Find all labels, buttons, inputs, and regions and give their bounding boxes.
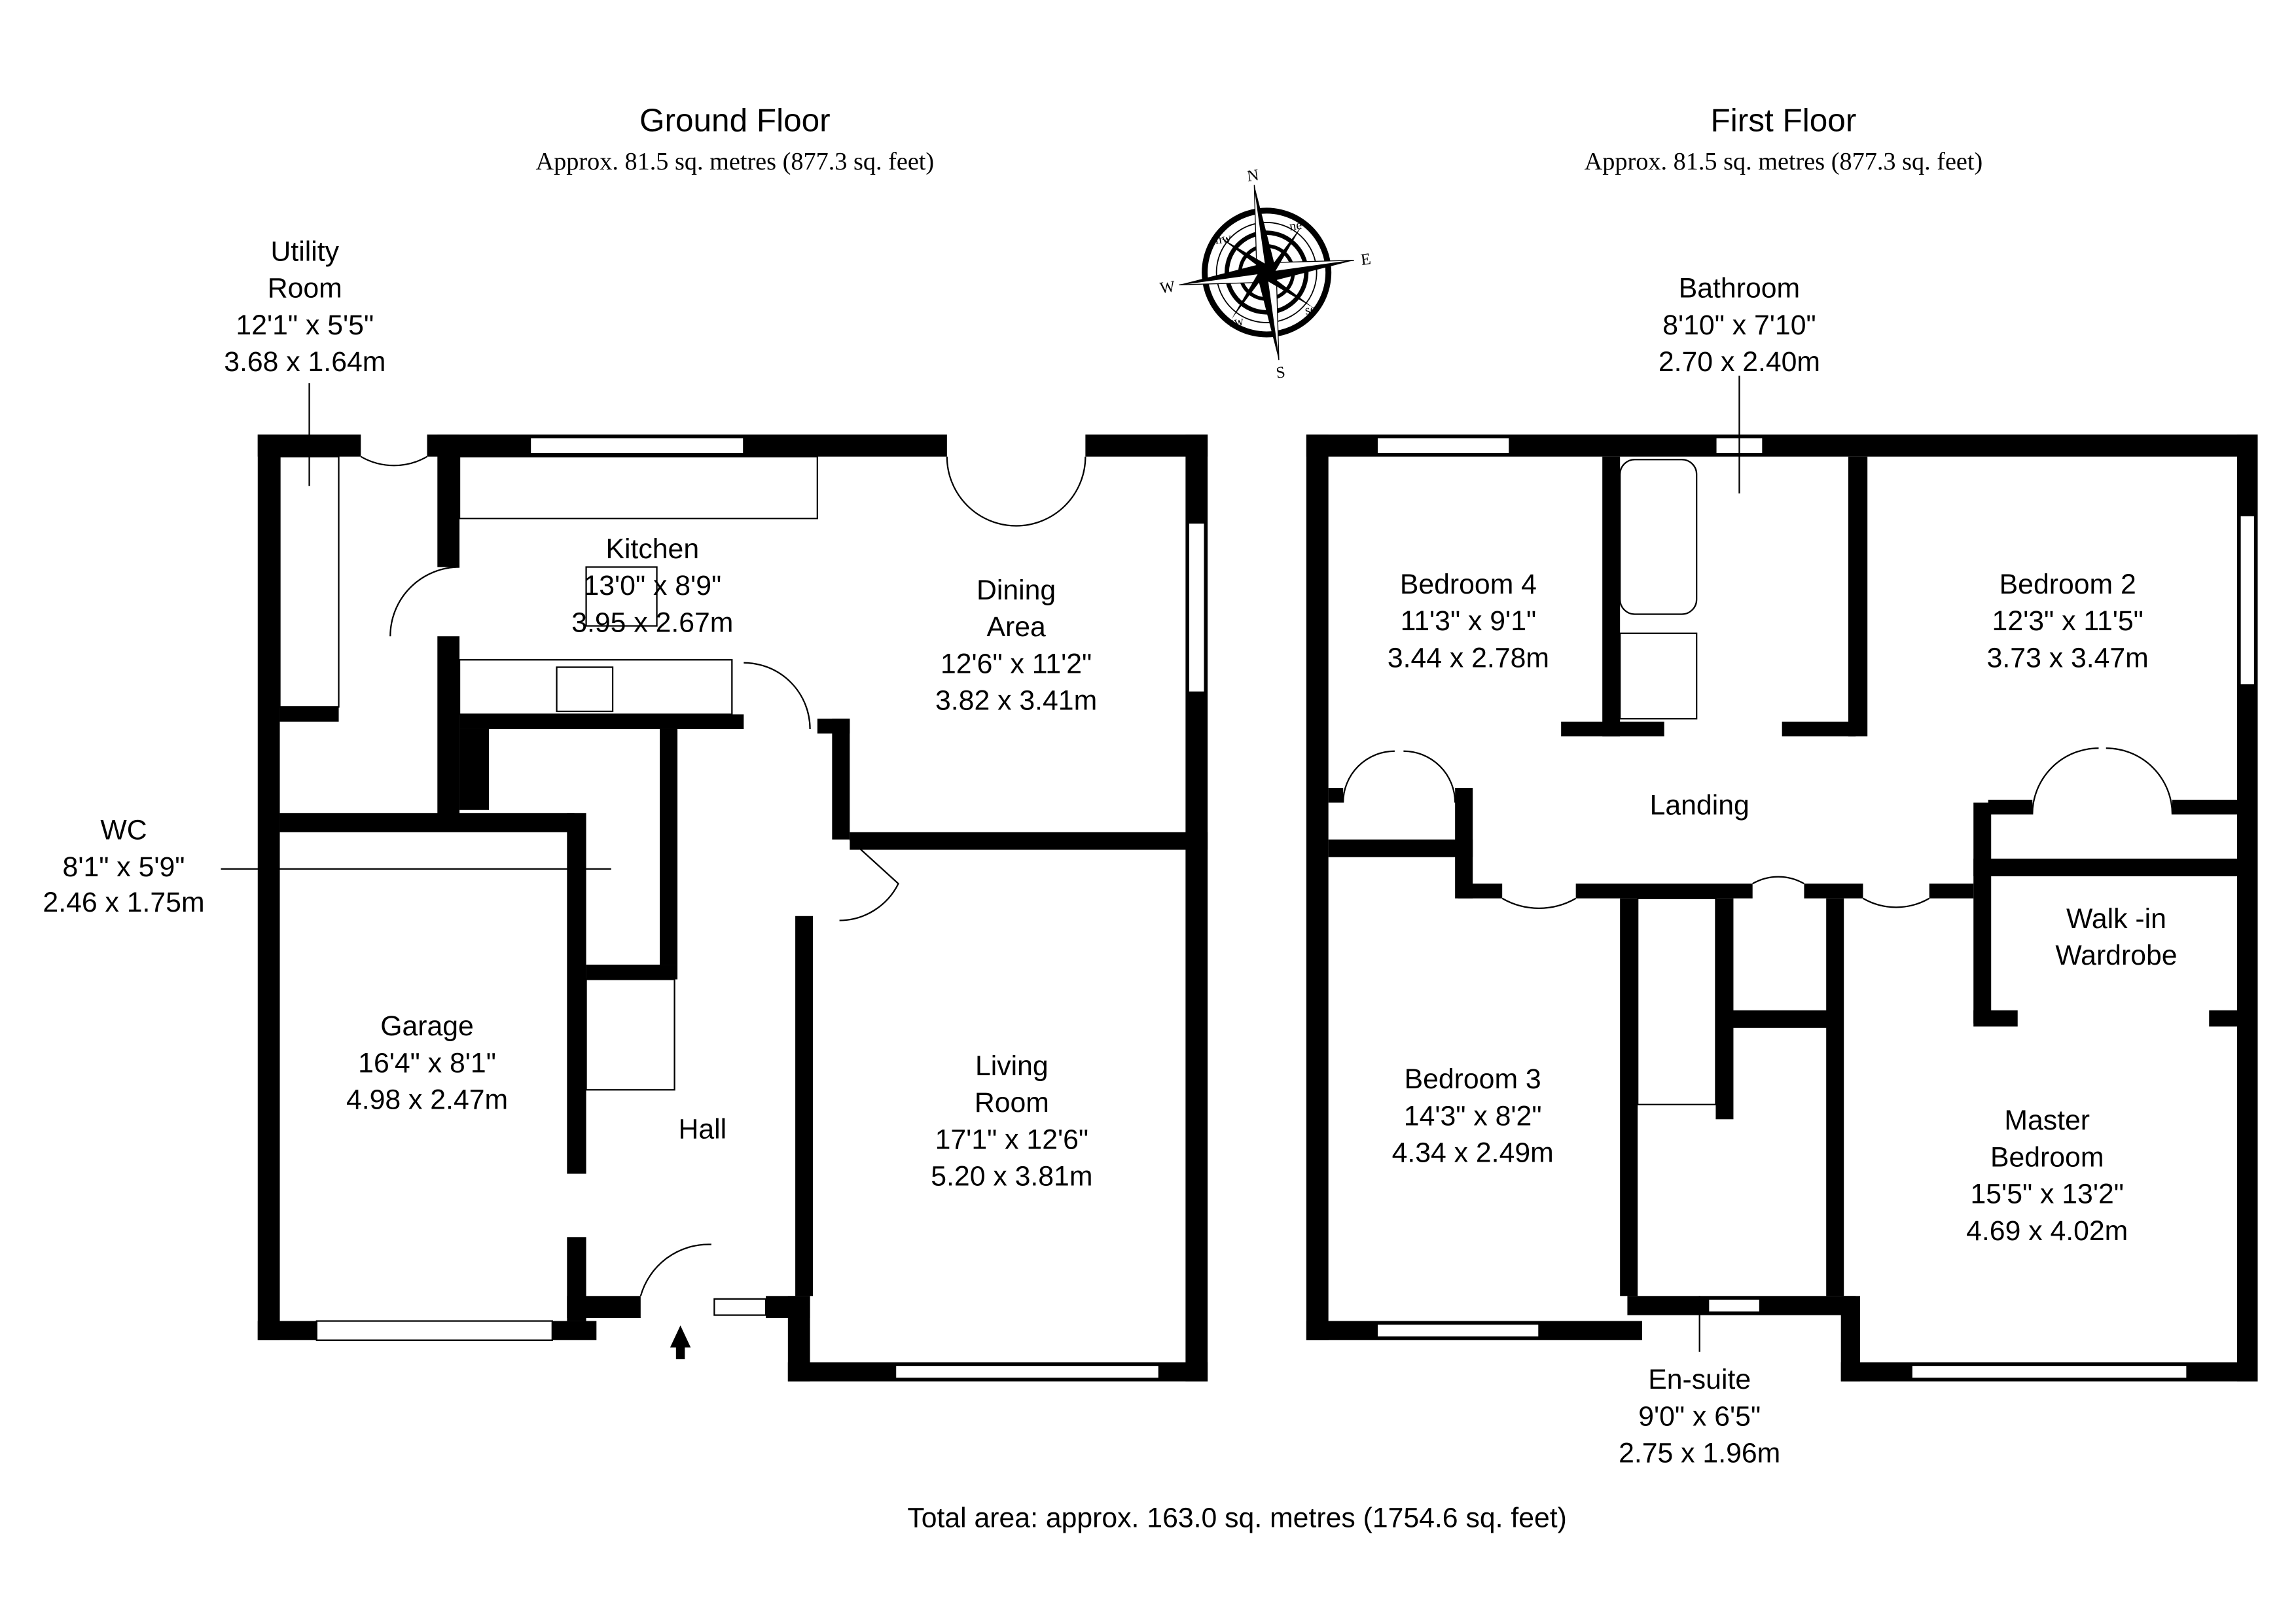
svg-text:5.20 x 3.81m: 5.20 x 3.81m: [931, 1161, 1092, 1192]
first-floor-walls: [1306, 375, 2258, 1382]
svg-text:Master: Master: [2004, 1105, 2090, 1136]
ground-floor-area: Approx. 81.5 sq. metres (877.3 sq. feet): [535, 148, 934, 175]
svg-text:3.73 x 3.47m: 3.73 x 3.47m: [1987, 642, 2149, 673]
ground-floor-walls: [221, 383, 1208, 1382]
compass-se: se: [1304, 302, 1317, 318]
room-garage: Garage 16'4" x 8'1" 4.98 x 2.47m: [346, 1010, 508, 1116]
first-floor-title: First Floor: [1711, 102, 1857, 138]
svg-text:13'0" x 8'9": 13'0" x 8'9": [583, 570, 721, 601]
svg-text:Bedroom 4: Bedroom 4: [1400, 569, 1537, 600]
svg-text:Room: Room: [268, 273, 342, 304]
svg-text:2.75 x 1.96m: 2.75 x 1.96m: [1619, 1438, 1780, 1469]
svg-text:4.34 x 2.49m: 4.34 x 2.49m: [1392, 1137, 1554, 1169]
svg-text:Room: Room: [975, 1087, 1049, 1118]
room-bedroom-4: Bedroom 4 11'3" x 9'1" 3.44 x 2.78m: [1388, 569, 1549, 674]
room-bathroom: Bathroom 8'10" x 7'10" 2.70 x 2.40m: [1659, 273, 1820, 378]
svg-text:11'3" x 9'1": 11'3" x 9'1": [1401, 605, 1537, 637]
room-utility: Utility Room 12'1" x 5'5" 3.68 x 1.64m: [224, 236, 386, 378]
svg-text:Bathroom: Bathroom: [1679, 273, 1800, 304]
room-walk-in-wardrobe: Walk -in Wardrobe: [2055, 903, 2177, 971]
svg-text:2.70 x 2.40m: 2.70 x 2.40m: [1659, 346, 1820, 378]
compass-s: S: [1275, 363, 1286, 382]
svg-text:17'1" x 12'6": 17'1" x 12'6": [935, 1124, 1088, 1155]
svg-text:12'1" x 5'5": 12'1" x 5'5": [236, 310, 374, 341]
svg-text:3.44 x 2.78m: 3.44 x 2.78m: [1388, 642, 1549, 673]
room-master-bedroom: Master Bedroom 15'5" x 13'2" 4.69 x 4.02…: [1966, 1105, 2128, 1247]
svg-text:Area: Area: [986, 611, 1046, 643]
svg-text:8'1" x 5'9": 8'1" x 5'9": [63, 851, 185, 883]
svg-text:Bedroom 3: Bedroom 3: [1405, 1063, 1541, 1095]
compass-ne: ne: [1289, 218, 1303, 234]
svg-text:En-suite: En-suite: [1648, 1364, 1751, 1395]
svg-text:12'6" x 11'2": 12'6" x 11'2": [941, 648, 1092, 679]
svg-text:3.95 x 2.67m: 3.95 x 2.67m: [571, 607, 733, 638]
svg-text:Living: Living: [975, 1050, 1049, 1082]
svg-text:Landing: Landing: [1650, 790, 1749, 821]
svg-text:Walk -in: Walk -in: [2066, 903, 2166, 935]
first-floor-area: Approx. 81.5 sq. metres (877.3 sq. feet): [1585, 148, 1983, 175]
entrance-arrow-icon: [670, 1325, 691, 1360]
svg-text:8'10" x 7'10": 8'10" x 7'10": [1662, 310, 1816, 341]
svg-text:3.82 x 3.41m: 3.82 x 3.41m: [935, 685, 1097, 717]
compass-w: W: [1158, 277, 1177, 297]
svg-text:4.69 x 4.02m: 4.69 x 4.02m: [1966, 1215, 2128, 1247]
compass-sw: sw: [1228, 313, 1245, 330]
svg-text:2.46 x 1.75m: 2.46 x 1.75m: [43, 887, 204, 918]
compass-e: E: [1360, 250, 1372, 269]
svg-text:12'3" x 11'5": 12'3" x 11'5": [1992, 605, 2144, 637]
svg-text:Garage: Garage: [380, 1010, 474, 1042]
room-living: Living Room 17'1" x 12'6" 5.20 x 3.81m: [931, 1050, 1092, 1192]
room-bedroom-2: Bedroom 2 12'3" x 11'5" 3.73 x 3.47m: [1987, 569, 2149, 674]
svg-text:Kitchen: Kitchen: [606, 533, 700, 565]
svg-text:14'3" x 8'2": 14'3" x 8'2": [1404, 1100, 1542, 1132]
room-hall: Hall: [678, 1114, 726, 1145]
svg-text:Dining: Dining: [977, 575, 1056, 606]
svg-text:Utility: Utility: [271, 236, 340, 267]
room-landing: Landing: [1650, 790, 1749, 821]
svg-text:3.68 x 1.64m: 3.68 x 1.64m: [224, 346, 386, 378]
room-dining-area: Dining Area 12'6" x 11'2" 3.82 x 3.41m: [935, 575, 1097, 717]
hob-icon: [556, 666, 614, 713]
room-wc: WC 8'1" x 5'9" 2.46 x 1.75m: [43, 815, 204, 918]
ground-floor-title: Ground Floor: [639, 102, 831, 138]
svg-text:Bedroom: Bedroom: [1990, 1141, 2104, 1173]
svg-text:Wardrobe: Wardrobe: [2055, 940, 2177, 971]
compass-nw: nw: [1214, 230, 1232, 247]
svg-text:4.98 x 2.47m: 4.98 x 2.47m: [346, 1084, 508, 1116]
svg-text:WC: WC: [100, 815, 147, 846]
svg-text:15'5" x 13'2": 15'5" x 13'2": [1970, 1179, 2123, 1210]
total-area: Total area: approx. 163.0 sq. metres (17…: [907, 1503, 1567, 1534]
sink-icon: [585, 566, 658, 627]
svg-text:16'4" x 8'1": 16'4" x 8'1": [358, 1047, 496, 1079]
room-en-suite: En-suite 9'0" x 6'5" 2.75 x 1.96m: [1619, 1364, 1780, 1469]
compass-rose-icon: N E S W ne se sw nw: [1158, 166, 1372, 382]
svg-text:9'0" x 6'5": 9'0" x 6'5": [1638, 1400, 1761, 1432]
svg-text:Bedroom 2: Bedroom 2: [2000, 569, 2136, 600]
compass-n: N: [1246, 166, 1261, 185]
room-kitchen: Kitchen 13'0" x 8'9" 3.95 x 2.67m: [571, 533, 733, 639]
svg-text:Hall: Hall: [678, 1114, 726, 1145]
room-bedroom-3: Bedroom 3 14'3" x 8'2" 4.34 x 2.49m: [1392, 1063, 1554, 1169]
